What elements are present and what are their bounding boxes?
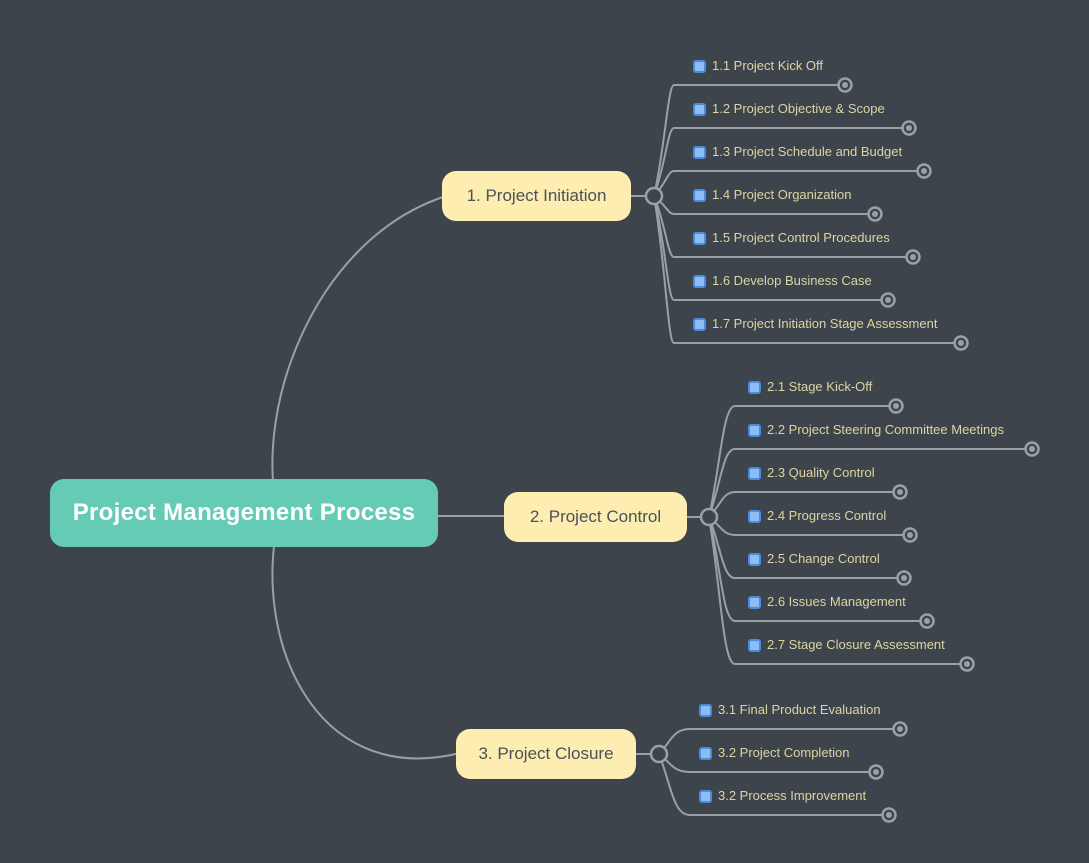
- leaf-node[interactable]: 3.2 Process Improvement: [699, 786, 866, 806]
- leaf-node-label: 1.3 Project Schedule and Budget: [712, 144, 903, 159]
- node-endpoint-dot-icon: [906, 125, 912, 131]
- node-endpoint-dot-icon: [886, 812, 892, 818]
- checkbox-icon[interactable]: [693, 102, 706, 116]
- leaf-node-label: 3.1 Final Product Evaluation: [718, 702, 881, 717]
- leaf-node-label: 2.7 Stage Closure Assessment: [767, 637, 945, 652]
- leaf-node-label: 1.6 Develop Business Case: [712, 273, 872, 288]
- leaf-node-label: 3.2 Project Completion: [718, 745, 850, 760]
- leaf-node[interactable]: 2.4 Progress Control: [748, 506, 886, 526]
- leaf-node[interactable]: 1.2 Project Objective & Scope: [693, 99, 885, 119]
- checkbox-icon[interactable]: [693, 59, 706, 73]
- connector-line: [653, 127, 904, 197]
- leaf-node[interactable]: 2.3 Quality Control: [748, 463, 875, 483]
- node-endpoint-dot-icon: [885, 297, 891, 303]
- root-node[interactable]: Project Management Process: [50, 479, 438, 547]
- leaf-node-label: 2.1 Stage Kick-Off: [767, 379, 873, 394]
- leaf-node-label: 2.3 Quality Control: [767, 465, 875, 480]
- connector-line: [708, 516, 922, 622]
- checkbox-icon[interactable]: [748, 638, 761, 652]
- checkbox-icon[interactable]: [693, 188, 706, 202]
- node-endpoint-dot-icon: [901, 575, 907, 581]
- collapse-handle-icon[interactable]: [644, 186, 664, 206]
- node-endpoint-dot-icon: [872, 211, 878, 217]
- node-endpoint-dot-icon: [842, 82, 848, 88]
- branch-node-label: 3. Project Closure: [478, 744, 614, 763]
- leaf-node-label: 2.4 Progress Control: [767, 508, 887, 523]
- node-endpoint-dot-icon: [921, 168, 927, 174]
- leaf-node-label: 1.1 Project Kick Off: [712, 58, 824, 73]
- connector-line: [708, 448, 1027, 518]
- branch-node-label: 1. Project Initiation: [466, 186, 607, 205]
- checkbox-icon[interactable]: [748, 423, 761, 437]
- checkbox-icon[interactable]: [693, 231, 706, 245]
- branch-node-project-closure[interactable]: 3. Project Closure: [456, 729, 636, 779]
- node-endpoint-dot-icon: [893, 403, 899, 409]
- leaf-node[interactable]: 1.5 Project Control Procedures: [693, 228, 890, 248]
- connector-line: [653, 195, 956, 344]
- node-endpoint-dot-icon: [1029, 446, 1035, 452]
- checkbox-icon[interactable]: [748, 509, 761, 523]
- leaf-node[interactable]: 3.2 Project Completion: [699, 743, 850, 763]
- leaf-node-label: 1.5 Project Control Procedures: [712, 230, 890, 245]
- checkbox-icon[interactable]: [699, 789, 712, 803]
- branch-node-project-control[interactable]: 2. Project Control: [504, 492, 687, 542]
- checkbox-icon[interactable]: [699, 746, 712, 760]
- node-endpoint-dot-icon: [924, 618, 930, 624]
- collapse-handle-icon[interactable]: [649, 744, 669, 764]
- connector-line: [653, 195, 883, 301]
- leaf-node-label: 1.7 Project Initiation Stage Assessment: [712, 316, 938, 331]
- checkbox-icon[interactable]: [693, 145, 706, 159]
- checkbox-icon[interactable]: [693, 317, 706, 331]
- node-endpoint-dot-icon: [897, 489, 903, 495]
- collapse-handle-icon[interactable]: [699, 507, 719, 527]
- leaf-node-label: 2.6 Issues Management: [767, 594, 906, 609]
- leaf-node-label: 2.5 Change Control: [767, 551, 880, 566]
- leaf-node[interactable]: 3.1 Final Product Evaluation: [699, 700, 881, 720]
- connector-line: [271, 513, 461, 760]
- leaf-node-label: 1.2 Project Objective & Scope: [712, 101, 885, 116]
- checkbox-icon[interactable]: [699, 703, 712, 717]
- connector-line: [708, 516, 962, 665]
- connector-line: [658, 753, 884, 816]
- connector-line: [708, 516, 899, 579]
- checkbox-icon[interactable]: [748, 552, 761, 566]
- connector-line: [271, 195, 447, 521]
- connector-line: [653, 84, 840, 197]
- leaf-node-label: 3.2 Process Improvement: [718, 788, 867, 803]
- node-endpoint-dot-icon: [910, 254, 916, 260]
- node-endpoint-dot-icon: [964, 661, 970, 667]
- node-endpoint-dot-icon: [873, 769, 879, 775]
- branch-node-label: 2. Project Control: [529, 507, 662, 526]
- node-endpoint-dot-icon: [897, 726, 903, 732]
- leaf-node[interactable]: 1.7 Project Initiation Stage Assessment: [693, 314, 937, 334]
- root-node-label: Project Management Process: [72, 499, 416, 526]
- branch-node-project-initiation[interactable]: 1. Project Initiation: [442, 171, 631, 221]
- checkbox-icon[interactable]: [748, 595, 761, 609]
- checkbox-icon[interactable]: [693, 274, 706, 288]
- leaf-node-label: 1.4 Project Organization: [712, 187, 852, 202]
- connector-line: [708, 405, 891, 518]
- node-endpoint-dot-icon: [907, 532, 913, 538]
- leaf-node-label: 2.2 Project Steering Committee Meetings: [767, 422, 1004, 437]
- leaf-node[interactable]: 2.6 Issues Management: [748, 592, 906, 612]
- checkbox-icon[interactable]: [748, 466, 761, 480]
- leaf-node[interactable]: 1.4 Project Organization: [693, 185, 851, 205]
- leaf-node[interactable]: 1.6 Develop Business Case: [693, 271, 872, 291]
- leaf-node[interactable]: 1.3 Project Schedule and Budget: [693, 142, 902, 162]
- leaf-node[interactable]: 2.1 Stage Kick-Off: [748, 377, 872, 397]
- connector-line: [653, 195, 908, 258]
- leaf-node[interactable]: 1.1 Project Kick Off: [693, 56, 823, 76]
- leaf-node[interactable]: 2.5 Change Control: [748, 549, 880, 569]
- node-endpoint-dot-icon: [958, 340, 964, 346]
- leaf-node[interactable]: 2.7 Stage Closure Assessment: [748, 635, 945, 655]
- leaf-node[interactable]: 2.2 Project Steering Committee Meetings: [748, 420, 1004, 440]
- checkbox-icon[interactable]: [748, 380, 761, 394]
